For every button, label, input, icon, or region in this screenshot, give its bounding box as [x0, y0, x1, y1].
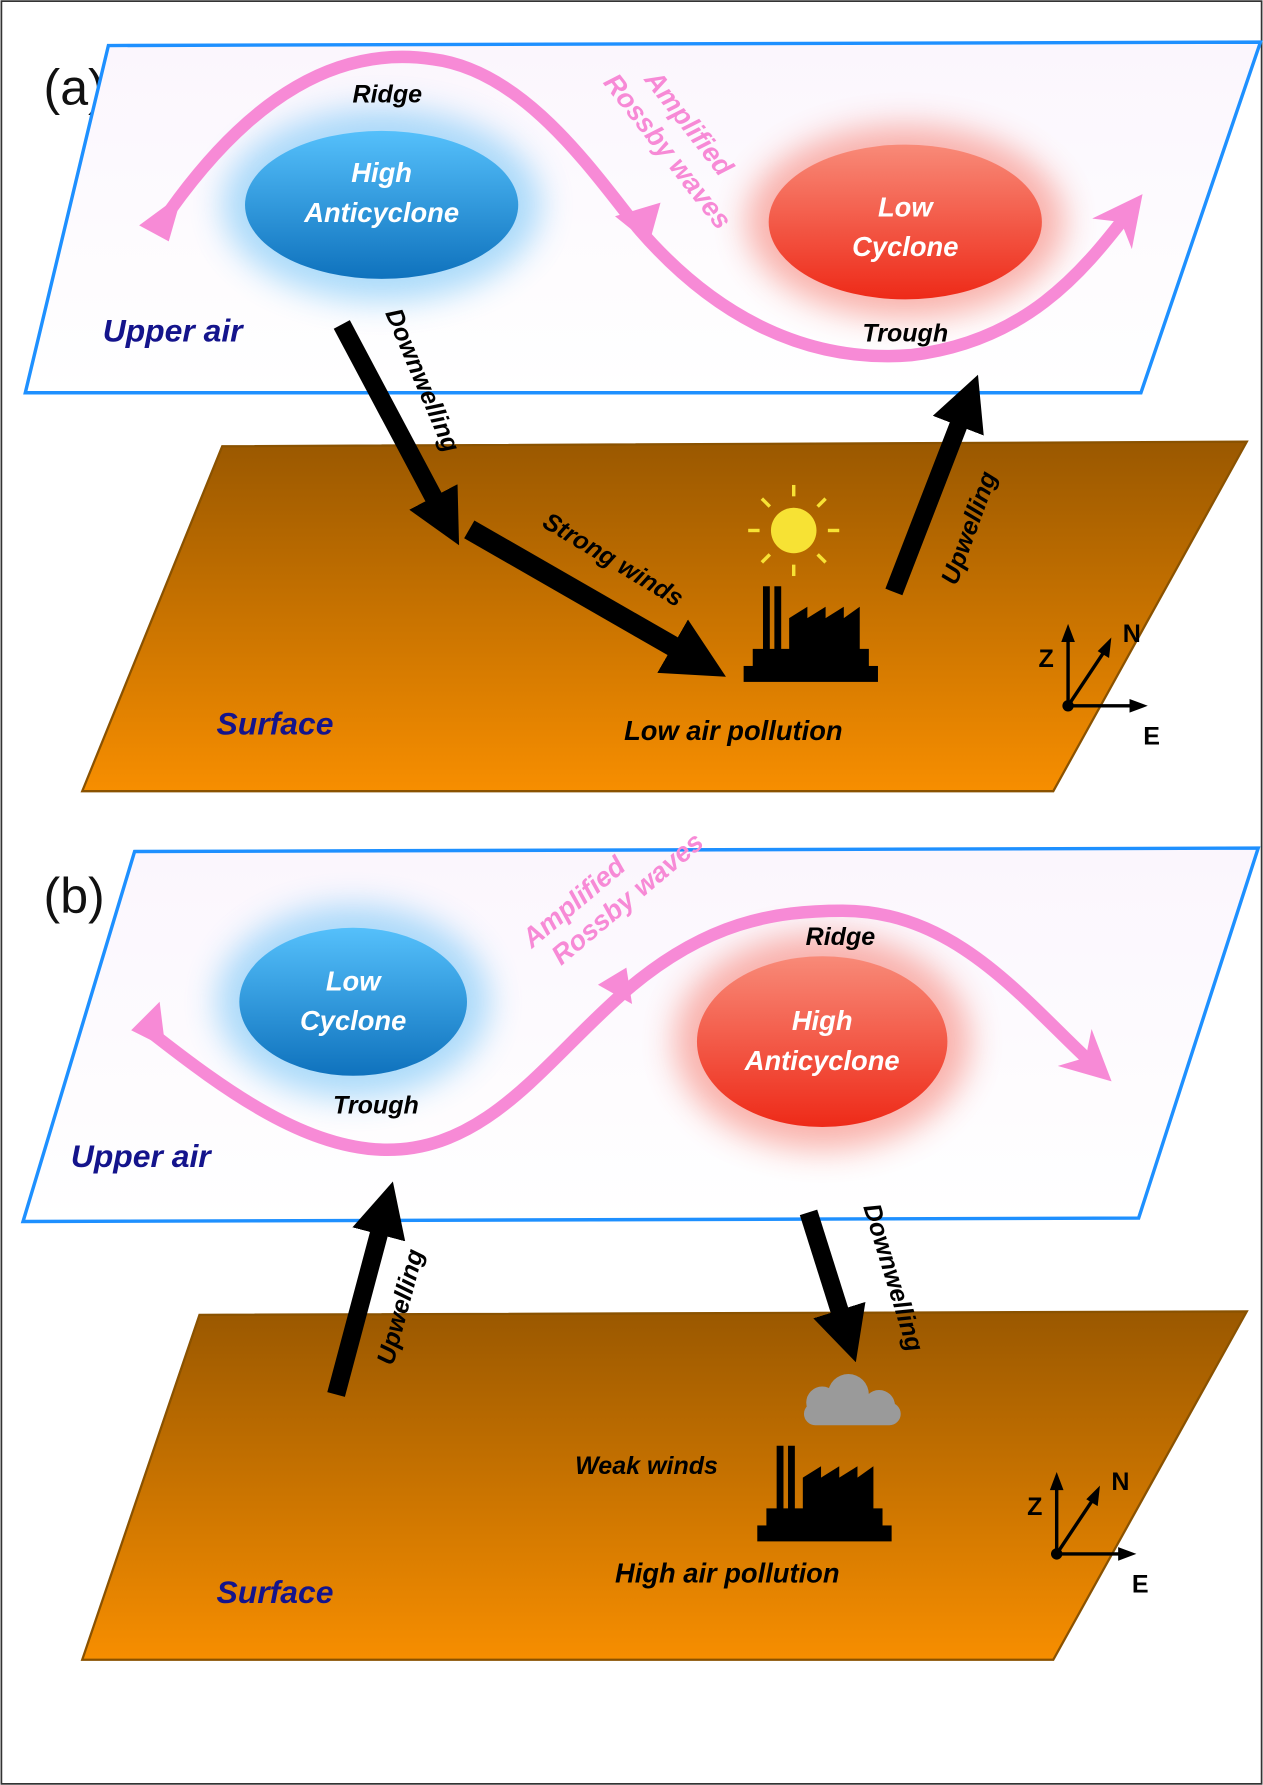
winds-label-b: Weak winds: [575, 1452, 718, 1480]
upwelling-arrow-a: [885, 374, 984, 596]
downwelling-arrow-a: [333, 320, 460, 546]
sun-icon: [748, 484, 840, 577]
axis-z-label: Z: [1038, 645, 1053, 673]
compass-axes-icon-a: Z N E: [1038, 620, 1159, 750]
upper-air-label-a: Upper air: [103, 313, 244, 349]
red-system-a: [768, 144, 1042, 300]
surface-label-b: Surface: [217, 1574, 334, 1610]
trough-label-a: Trough: [862, 320, 948, 348]
panel-a: (a) Ridge Trough High Anticyclone Low Cy…: [23, 40, 1263, 793]
blue-system-b: [239, 927, 468, 1076]
strong-winds-arrow-a: [464, 520, 726, 677]
trough-label-b: Trough: [333, 1091, 419, 1119]
ridge-label-a: Ridge: [353, 80, 423, 108]
blue-system-label-2-b: Cyclone: [300, 1005, 406, 1036]
pollution-label-a: Low air pollution: [624, 715, 842, 746]
surface-label-a: Surface: [217, 705, 334, 741]
panel-b-label: (b): [44, 868, 105, 924]
wave-arrowhead-left-a: [139, 193, 183, 242]
axis-z-label: Z: [1027, 1493, 1042, 1521]
blue-system-label-2-a: Anticyclone: [303, 197, 459, 228]
axis-e-label: E: [1132, 1571, 1149, 1599]
upper-air-label-b: Upper air: [71, 1138, 212, 1174]
axis-e-label: E: [1143, 723, 1160, 751]
axis-n-label: N: [1111, 1468, 1129, 1496]
surface-plane-b: [80, 1310, 1249, 1661]
red-system-label-1-a: Low: [878, 191, 934, 222]
compass-axes-icon-b: Z N E: [1027, 1468, 1148, 1598]
blue-system-label-1-b: Low: [326, 965, 382, 996]
blue-system-a: [245, 130, 519, 279]
ridge-label-b: Ridge: [806, 923, 876, 951]
downwelling-arrow-b: [799, 1209, 866, 1363]
wave-arrowhead-left-b: [131, 1001, 166, 1048]
cloud-icon: [803, 1374, 901, 1426]
blue-system-label-1-a: High: [351, 157, 412, 188]
surface-plane-a: [80, 440, 1249, 793]
wave-arrowhead-mid-b: [597, 967, 633, 1005]
axis-n-label: N: [1123, 620, 1141, 648]
panel-b: (b) Ridge Trough Low Cyclone High Anticy…: [20, 826, 1261, 1661]
red-system-label-2-a: Cyclone: [852, 231, 958, 262]
upwelling-arrow-b: [327, 1181, 406, 1397]
red-system-b: [696, 956, 948, 1128]
red-system-label-2-b: Anticyclone: [744, 1045, 900, 1076]
pollution-label-b: High air pollution: [615, 1557, 840, 1588]
red-system-label-1-b: High: [792, 1005, 853, 1036]
